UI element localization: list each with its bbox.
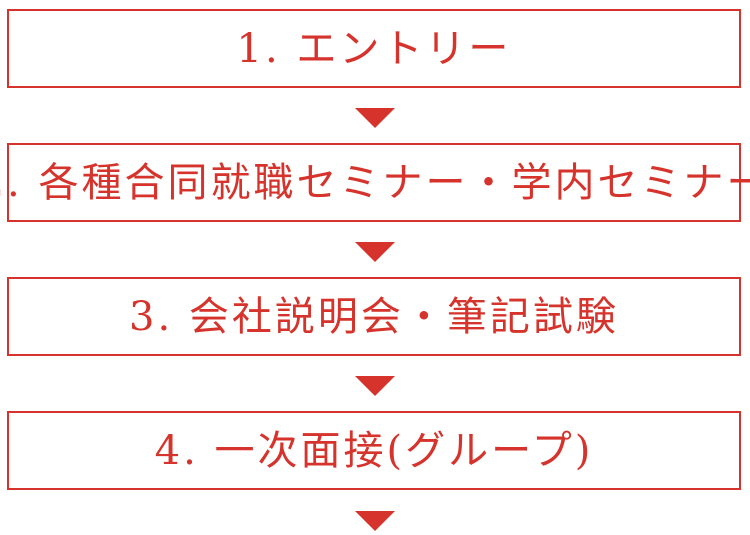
step-3-box: 3. 会社説明会・筆記試験 [7, 277, 741, 356]
step-1-label: 1. エントリー [236, 25, 512, 72]
step-2-box: 2. 各種合同就職セミナー・学内セミナー [0, 143, 750, 222]
step-3-label: 3. 会社説明会・筆記試験 [129, 293, 619, 340]
step-2-label: 2. 各種合同就職セミナー・学内セミナー [0, 159, 750, 206]
step-4-box: 4. 一次面接(グループ) [7, 411, 741, 490]
down-triangle-icon [355, 108, 395, 128]
down-triangle-icon [355, 376, 395, 396]
step-1-box: 1. エントリー [7, 9, 741, 88]
step-4-label: 4. 一次面接(グループ) [154, 427, 594, 474]
down-triangle-icon [355, 511, 395, 531]
down-triangle-icon [355, 242, 395, 262]
